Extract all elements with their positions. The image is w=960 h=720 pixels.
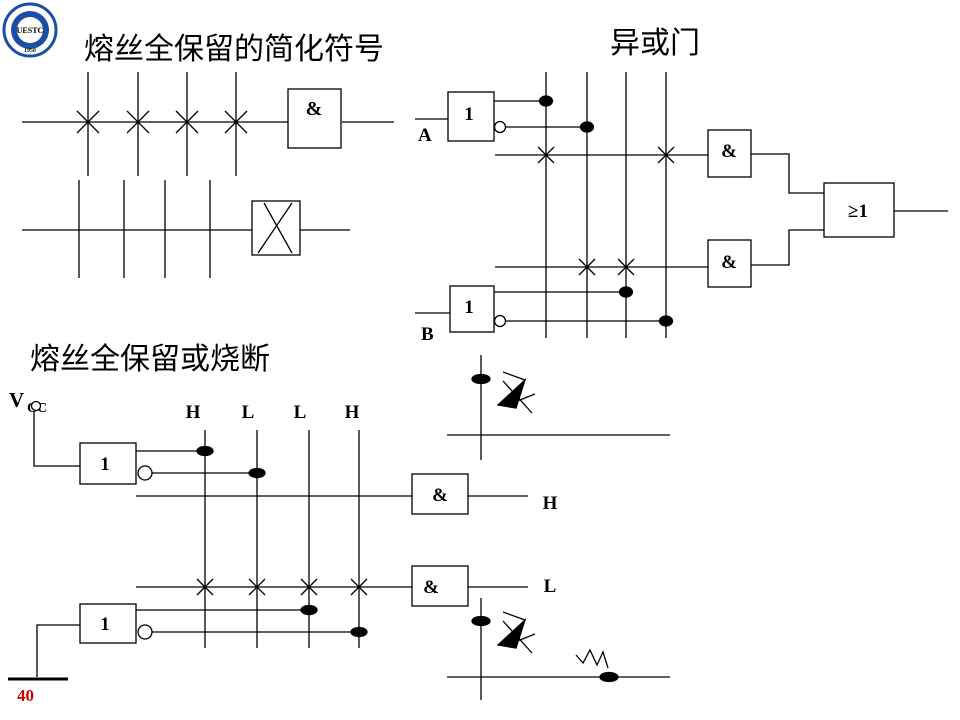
inverter-top-label: 1 <box>100 454 110 475</box>
inverted-output-a <box>493 120 507 134</box>
inverter-b-box <box>449 285 495 333</box>
fuse-example-circuit: V CC 1 1 H L L H & H <box>8 388 558 681</box>
logo-year: 1956 <box>24 48 36 54</box>
connection-dot <box>471 615 491 627</box>
or-gate-box <box>823 182 895 238</box>
column-label: H <box>186 402 201 423</box>
and-gate-h-label: & <box>432 485 448 506</box>
fuse-blown-symbol <box>22 180 350 278</box>
connection-dot <box>538 95 554 107</box>
gate-crossed-box <box>251 200 301 256</box>
university-logo: UESTC 1956 <box>2 2 58 63</box>
input-a-label: A <box>418 125 432 146</box>
inverted-output-b <box>493 314 507 328</box>
fuse-intact-symbol: & <box>22 72 394 176</box>
column-label: H <box>345 402 360 423</box>
and-gate-bottom-box <box>707 239 752 288</box>
inverter-b-label: 1 <box>464 297 474 318</box>
connection-dot <box>579 121 595 133</box>
inverted-output-bottom <box>137 624 153 640</box>
fuse-example-title: 熔丝全保留或烧断 <box>30 342 270 377</box>
connection-dot <box>300 604 318 616</box>
blown-fuse-zigzag <box>575 648 609 669</box>
logo-text: UESTC <box>17 26 44 35</box>
connection-dot <box>599 671 619 683</box>
inverted-output-top <box>137 465 153 481</box>
inverter-a-box <box>447 91 495 142</box>
column-label: L <box>242 402 255 423</box>
inverter-bottom-box <box>79 603 137 644</box>
and-gate-box <box>287 88 342 149</box>
vcc-v-label: V <box>9 388 24 412</box>
page-number: 40 <box>17 686 34 705</box>
connection-dot <box>658 315 674 327</box>
connection-dot <box>471 373 491 385</box>
connection-dot <box>618 286 634 298</box>
output-l-label: L <box>544 576 557 597</box>
and-gate-h-box <box>411 473 469 515</box>
connection-dot <box>196 445 214 457</box>
inverter-a-label: 1 <box>464 104 474 125</box>
output-h-label: H <box>543 493 558 514</box>
column-label: L <box>294 402 307 423</box>
connection-dot <box>350 626 368 638</box>
programmed-connection-detail <box>447 355 670 460</box>
or-gate-label: ≥1 <box>848 201 868 222</box>
fuse-symbols-title: 熔丝全保留的简化符号 <box>84 32 384 67</box>
blown-connection-detail <box>447 598 670 700</box>
and-gate-l-label: & <box>423 577 439 598</box>
and-gate-bottom-label: & <box>721 252 737 273</box>
xor-gate-title: 异或门 <box>610 26 700 61</box>
and-gate-l-box <box>411 565 469 607</box>
and-gate-top-label: & <box>721 141 737 162</box>
connection-dot <box>248 467 266 479</box>
vcc-terminal <box>30 400 42 412</box>
and-gate-label: & <box>306 98 323 120</box>
input-b-label: B <box>421 324 434 345</box>
xor-circuit: 1 A 1 B & & ≥1 <box>415 72 948 345</box>
inverter-top-box <box>79 442 137 485</box>
inverter-bottom-label: 1 <box>100 614 110 635</box>
